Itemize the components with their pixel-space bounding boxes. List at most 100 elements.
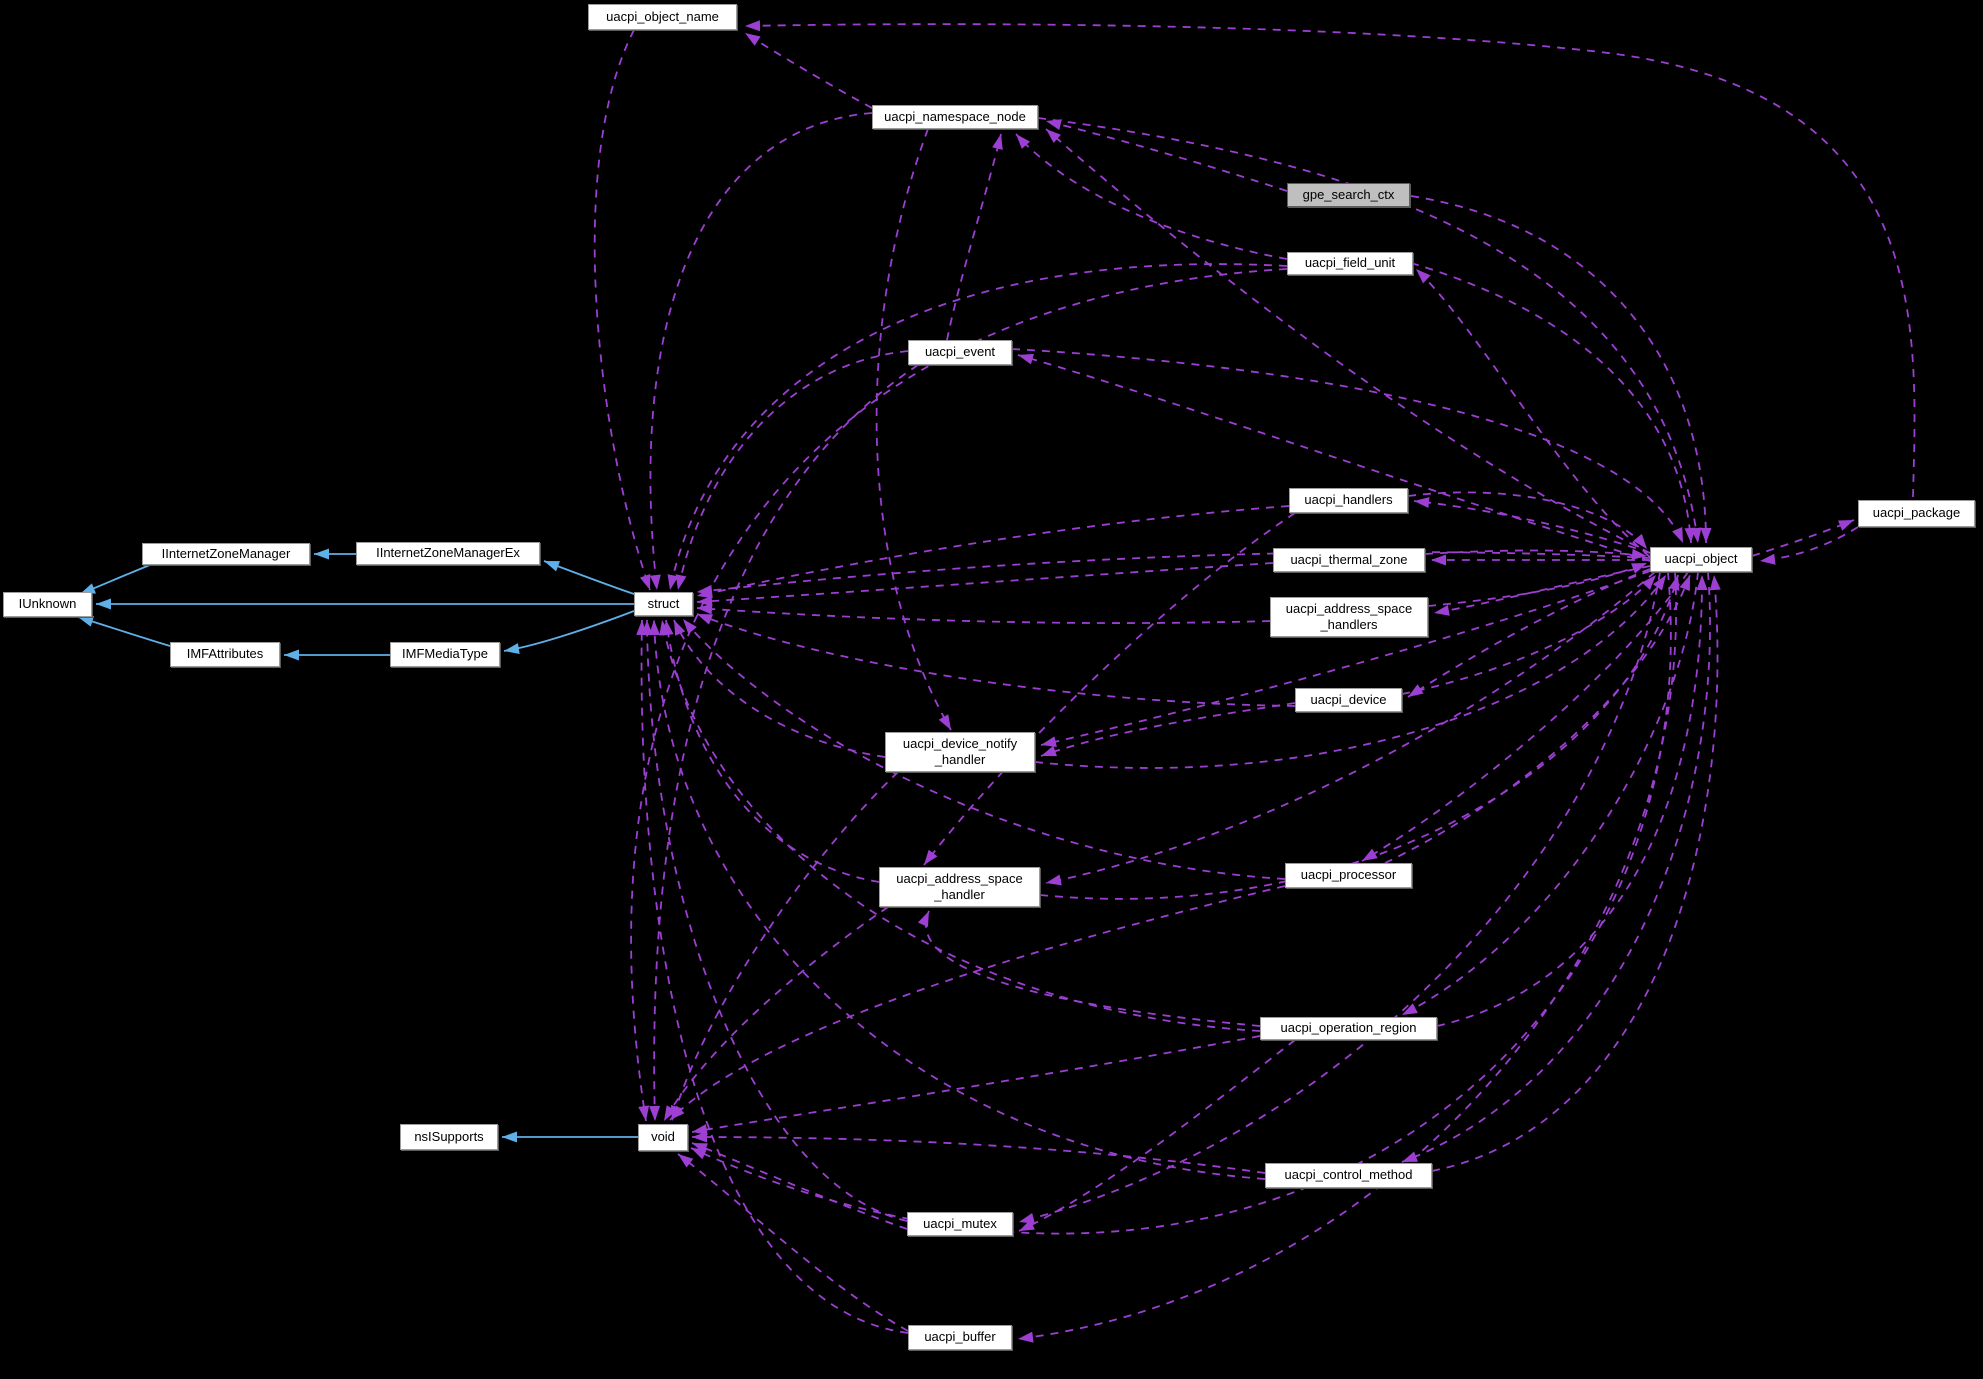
- arrowhead-object-package: [1838, 520, 1854, 531]
- node-struct[interactable]: struct: [634, 592, 693, 616]
- edge-object-address_space_handlers: [1433, 565, 1651, 614]
- arrowhead-processor-object: [1679, 575, 1690, 591]
- edge-operation_region-struct: [661, 619, 1261, 1032]
- node-processor[interactable]: uacpi_processor: [1285, 863, 1412, 888]
- arrowhead-object-handlers: [1414, 497, 1430, 509]
- node-package[interactable]: uacpi_package: [1858, 500, 1975, 527]
- arrowhead-field_unit-void: [638, 1105, 650, 1121]
- edge-object-address_space_handler: [1045, 571, 1656, 884]
- edge-namespace_node-device_notify_handler: [875, 128, 952, 731]
- node-IInternetZoneManagerEx[interactable]: IInternetZoneManagerEx: [356, 542, 540, 565]
- edge-control_method-struct: [653, 619, 1266, 1180]
- node-IMFMediaType[interactable]: IMFMediaType: [390, 642, 500, 667]
- edge-processor-struct: [682, 618, 1286, 880]
- arrowhead-device-struct: [697, 614, 713, 625]
- arrowhead-processor-void: [670, 1105, 685, 1120]
- node-mutex[interactable]: uacpi_mutex: [907, 1212, 1013, 1236]
- edge-event-namespace_node: [946, 133, 1002, 341]
- edge-device-device_notify_handler: [1040, 702, 1296, 757]
- node-operation_region[interactable]: uacpi_operation_region: [1260, 1017, 1437, 1040]
- edge-field_unit-struct: [669, 263, 1288, 591]
- edge-object-field_unit: [1415, 268, 1651, 558]
- arrowhead-control_method-void: [692, 1131, 707, 1143]
- arrowhead-thermal_zone-struct: [697, 595, 713, 607]
- node-IUnknown[interactable]: IUnknown: [3, 592, 92, 617]
- arrowhead-object-address_space_handlers: [1434, 604, 1450, 616]
- edge-processor-void: [669, 885, 1286, 1121]
- arrowhead-field_unit-struct: [667, 574, 679, 590]
- edge-field_unit-void: [630, 268, 1288, 1122]
- edge-object-namespace_node: [1045, 128, 1651, 554]
- arrowhead-object-address_space_handler: [1046, 874, 1062, 886]
- node-address_space_handlers[interactable]: uacpi_address_space _handlers: [1270, 597, 1428, 637]
- edge-address_space_handler-object: [1039, 574, 1679, 900]
- arrowhead-device-object: [1641, 575, 1656, 590]
- edge-operation_region-address_space_handler: [925, 910, 1261, 1027]
- edge-namespace_node-object_name: [744, 32, 873, 109]
- arrowhead-event-object: [1672, 527, 1683, 543]
- edge-thermal_zone-struct: [696, 562, 1274, 603]
- node-IMFAttributes[interactable]: IMFAttributes: [170, 642, 280, 667]
- arrowhead-object-operation_region: [1402, 1003, 1418, 1015]
- arrowhead-object-field_unit: [1416, 269, 1431, 284]
- edge-namespace_node-object: [1037, 117, 1699, 544]
- arrowhead-thermal_zone-object: [1631, 548, 1647, 560]
- node-thermal_zone[interactable]: uacpi_thermal_zone: [1273, 548, 1425, 572]
- arrowhead-object-event: [1018, 353, 1034, 365]
- edge-operation_region-mutex: [1018, 1039, 1296, 1232]
- edge-struct-IMFMediaType: [503, 610, 635, 652]
- arrowhead-address_space_handlers-struct: [697, 603, 713, 615]
- node-IInternetZoneManager[interactable]: IInternetZoneManager: [142, 543, 310, 565]
- arrowhead-operation_region-void: [692, 1124, 708, 1135]
- edge-address_space_handlers-struct: [696, 607, 1271, 624]
- edge-gpe_search_ctx-namespace_node: [1045, 120, 1288, 192]
- edge-operation_region-void: [691, 1035, 1261, 1133]
- node-gpe_search_ctx: gpe_search_ctx: [1287, 183, 1410, 207]
- arrowhead-control_method-struct: [648, 620, 660, 636]
- node-namespace_node[interactable]: uacpi_namespace_node: [872, 105, 1038, 129]
- arrowhead-device_notify_handler-struct: [674, 620, 686, 636]
- edge-package-object: [1759, 526, 1859, 562]
- arrowhead-object-processor: [1362, 848, 1378, 861]
- node-control_method[interactable]: uacpi_control_method: [1265, 1163, 1432, 1188]
- edge-mutex-struct: [646, 619, 908, 1222]
- node-address_space_handler[interactable]: uacpi_address_space _handler: [879, 867, 1040, 907]
- edge-device_notify_handler-void: [671, 771, 899, 1122]
- edge-event-void: [653, 364, 919, 1122]
- node-device_notify_handler[interactable]: uacpi_device_notify _handler: [885, 732, 1035, 772]
- arrowhead-object_name-struct: [639, 574, 651, 590]
- arrowhead-address_space_handler-void: [664, 1105, 677, 1121]
- node-event[interactable]: uacpi_event: [908, 340, 1012, 365]
- node-device[interactable]: uacpi_device: [1295, 688, 1402, 712]
- edge-processor-object: [1384, 574, 1691, 864]
- arrowhead-IInternetZoneManagerEx-IInternetZoneManager: [314, 548, 329, 560]
- arrowhead-object-thermal_zone: [1431, 554, 1446, 566]
- node-void[interactable]: void: [638, 1124, 688, 1151]
- node-handlers[interactable]: uacpi_handlers: [1289, 488, 1408, 513]
- arrowhead-processor-struct: [683, 619, 697, 635]
- arrowhead-handlers-address_space_handler: [924, 849, 938, 865]
- node-object_name[interactable]: uacpi_object_name: [588, 4, 737, 30]
- arrowhead-void-nsISupports: [502, 1131, 517, 1143]
- arrowhead-struct-IUnknown: [96, 598, 111, 610]
- arrowhead-event-void: [649, 1105, 661, 1121]
- edge-control_method-void: [691, 1136, 1266, 1174]
- edge-package-object_name: [744, 23, 1916, 498]
- arrowhead-device_notify_handler-object: [1652, 575, 1666, 591]
- node-buffer[interactable]: uacpi_buffer: [908, 1325, 1012, 1350]
- node-object[interactable]: uacpi_object: [1650, 547, 1752, 572]
- edge-buffer-struct: [640, 619, 909, 1334]
- edge-operation_region-object: [1436, 574, 1703, 1027]
- edge-object-control_method: [1401, 571, 1711, 1163]
- arrowhead-struct-IInternetZoneManagerEx: [544, 561, 560, 572]
- node-field_unit[interactable]: uacpi_field_unit: [1287, 252, 1413, 275]
- edge-object-device: [1407, 568, 1651, 698]
- arrowhead-package-object_name: [745, 20, 761, 32]
- edge-device-object: [1401, 574, 1657, 695]
- edge-object-operation_region: [1401, 571, 1699, 1016]
- node-nsISupports[interactable]: nsISupports: [400, 1124, 498, 1150]
- arrowhead-object-device_notify_handler: [1041, 736, 1057, 748]
- arrowhead-object-buffer: [1018, 1331, 1034, 1343]
